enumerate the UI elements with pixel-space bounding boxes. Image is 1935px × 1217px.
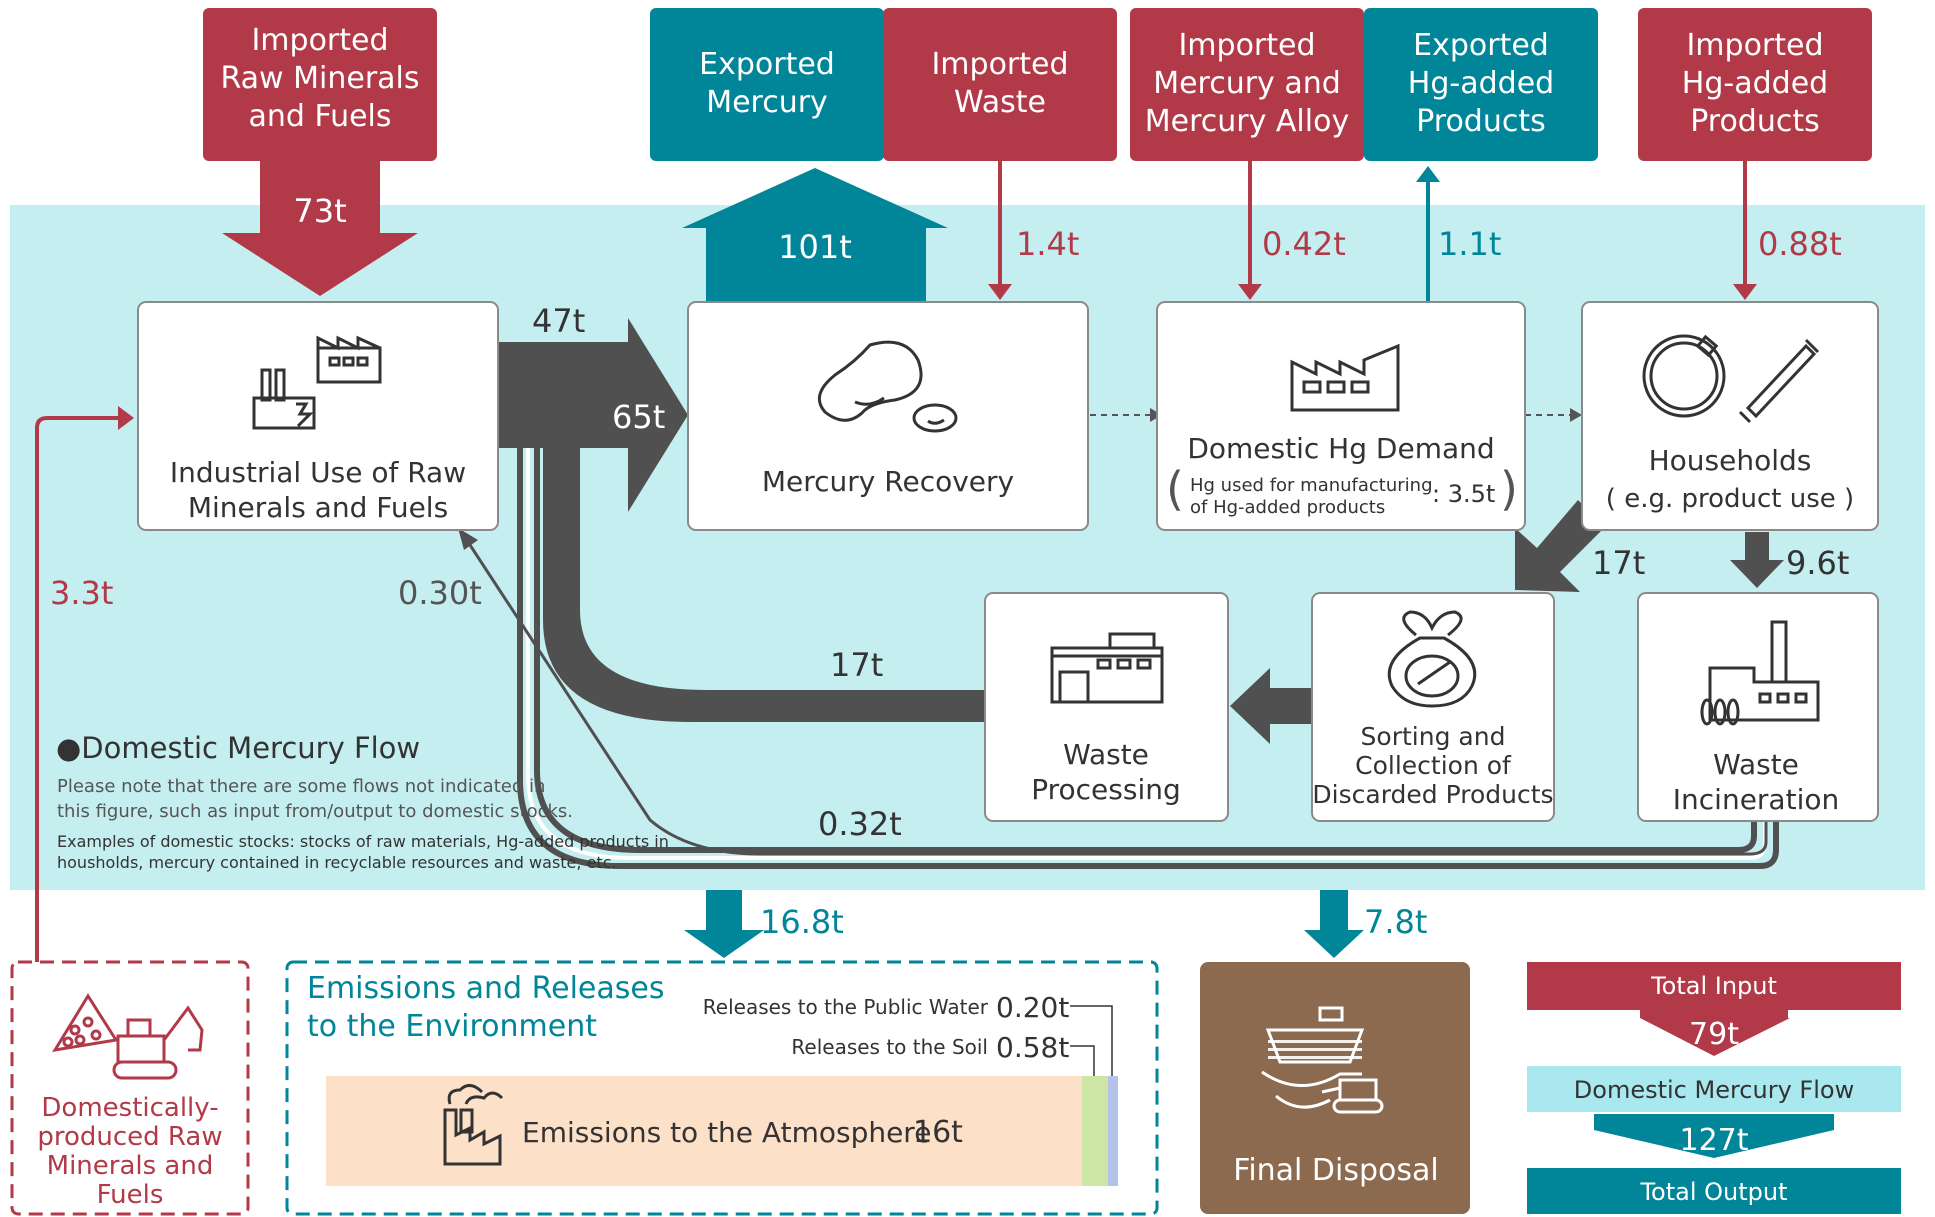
industrial-to-recovery-flow: 47t [532, 302, 585, 340]
recovery-node: Mercury Recovery [687, 301, 1089, 531]
landfill-icon [1261, 1006, 1384, 1114]
mercury-droplet-icon [817, 340, 958, 433]
imported-raw-arrow [222, 161, 418, 296]
incineration-to-industrial-flow: 0.30t [398, 574, 482, 612]
recovery-input-flow: 65t [612, 398, 665, 436]
to-environment-flow: 16.8t [760, 903, 844, 941]
soil-bar [1082, 1076, 1108, 1186]
to-disposal-flow: 7.8t [1364, 903, 1427, 941]
exported-products-flow: 1.1t [1438, 225, 1501, 263]
total-input-label: Total Input [1650, 972, 1777, 1000]
recovery-label: Mercury Recovery [762, 465, 1014, 498]
factory-icon [1290, 343, 1400, 412]
incineration-to-industrial-line [468, 544, 1768, 856]
garbage-bag-icon [1387, 610, 1477, 708]
final-disposal-box: Final Disposal [1200, 962, 1470, 1214]
sorting-to-processing-arrow [1230, 668, 1312, 744]
soil-label: Releases to the Soil [791, 1035, 988, 1059]
atmosphere-label: Emissions to the Atmosphere [522, 1116, 931, 1149]
svg-text:(: ( [1166, 462, 1184, 516]
incineration-to-recovery-flow: 0.32t [818, 805, 902, 843]
imported-raw-flow: 73t [293, 192, 346, 230]
excavator-icon [52, 993, 204, 1080]
atmosphere-bar [326, 1076, 1082, 1186]
exported-mercury-flow: 101t [778, 228, 852, 266]
households-to-incineration-arrow [1730, 532, 1784, 588]
to-disposal-arrow [1304, 890, 1364, 958]
water-bar [1108, 1076, 1118, 1186]
final-disposal-label: Final Disposal [1233, 1153, 1439, 1188]
demand-node: Domestic Hg Demand ( Hg used for manufac… [1156, 301, 1526, 531]
legend-example: Examples of domestic stocks: stocks of r… [57, 832, 669, 872]
water-value: 0.20t [996, 991, 1069, 1024]
landfill-dots [1268, 1040, 1362, 1059]
domestic-raw-flow: 3.3t [50, 574, 113, 612]
domestic-flow-value: 127t [1679, 1123, 1748, 1158]
imported-waste-flow: 1.4t [1016, 225, 1079, 263]
households-node: Households ( e.g. product use ) [1581, 301, 1879, 531]
exported-mercury-arrow [682, 168, 948, 302]
imported-alloy-flow: 0.42t [1262, 225, 1346, 263]
households-title: Households [1649, 444, 1812, 477]
factory-power-icon [252, 335, 382, 430]
demand-value: : 3.5t [1432, 480, 1495, 508]
smoke-factory-icon [443, 1084, 504, 1166]
industrial-to-recovery-arrow [498, 318, 688, 512]
soil-value: 0.58t [996, 1031, 1069, 1064]
households-to-incineration-flow: 9.6t [1786, 544, 1849, 582]
processing-facility-icon [1050, 632, 1164, 704]
summary-panel: Total Input 79t Domestic Mercury Flow 12… [1527, 962, 1901, 1214]
legend-note: Please note that there are some flows no… [57, 776, 573, 822]
svg-text:): ) [1500, 462, 1518, 516]
incineration-return-inner [534, 448, 1757, 853]
households-to-sorting-flow: 17t [1592, 544, 1645, 582]
demand-title: Domestic Hg Demand [1187, 432, 1494, 465]
domestic-raw-line [35, 416, 120, 962]
imported-products-flow: 0.88t [1758, 225, 1842, 263]
legend-title: ●Domestic Mercury Flow [56, 731, 420, 765]
incinerator-icon [1700, 620, 1820, 726]
to-environment-arrow [684, 890, 764, 958]
processing-to-recovery-flow: 17t [830, 646, 883, 684]
domestic-flow-label: Domestic Mercury Flow [1574, 1076, 1854, 1104]
total-input-value: 79t [1689, 1017, 1739, 1052]
atmosphere-value: 16t [913, 1115, 963, 1150]
households-note: ( e.g. product use ) [1606, 484, 1854, 514]
fluorescent-lamp-icon [1642, 334, 1820, 424]
total-output-label: Total Output [1639, 1178, 1787, 1206]
processing-to-recovery-path [543, 448, 985, 722]
incineration-return-outer [517, 448, 1779, 869]
water-label: Releases to the Public Water [703, 995, 989, 1019]
